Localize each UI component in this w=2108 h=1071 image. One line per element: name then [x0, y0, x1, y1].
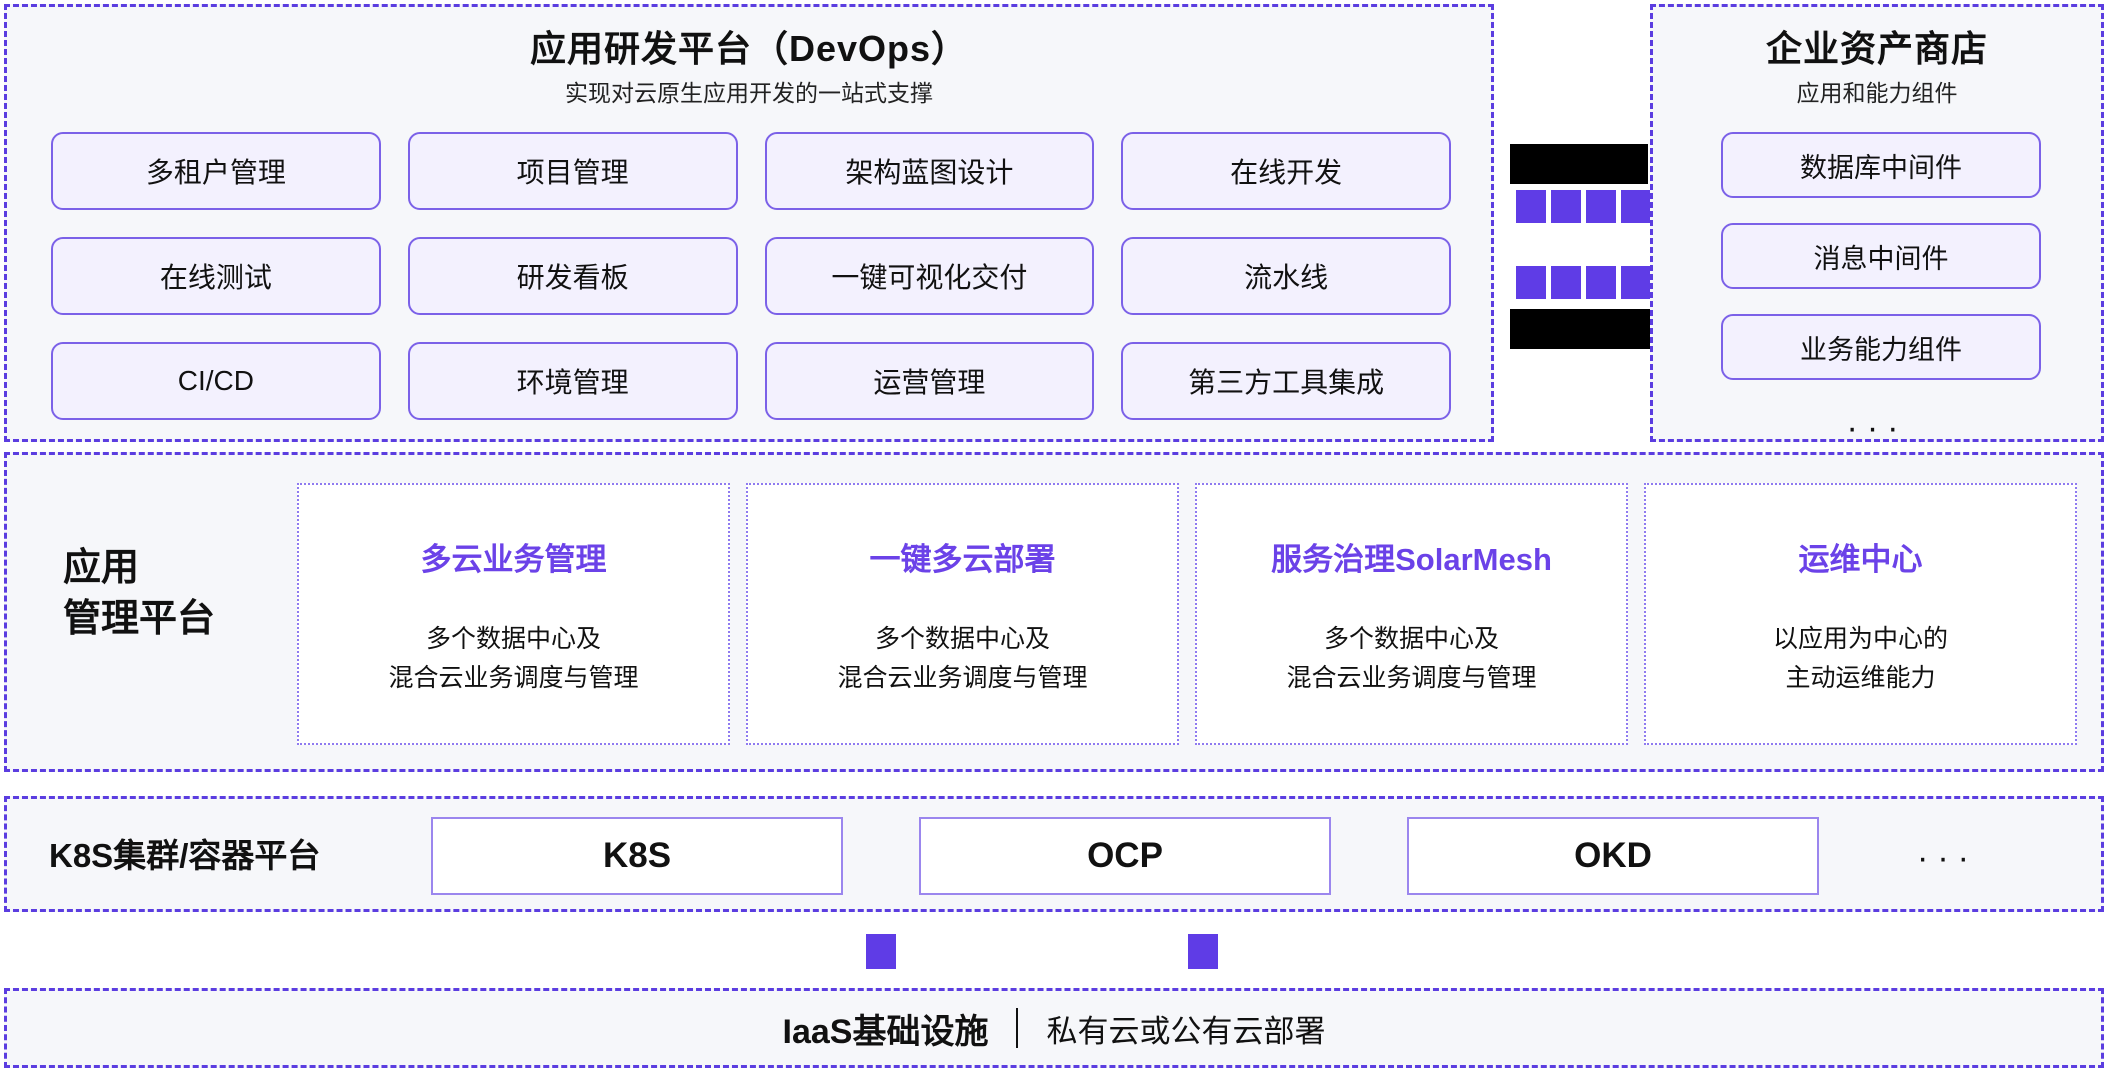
connector-square: [1551, 266, 1581, 299]
devops-title: 应用研发平台（DevOps）: [529, 28, 969, 69]
management-card-title: 运维中心: [1798, 542, 1923, 577]
iaas-content: IaaS基础设施 私有云或公有云部署: [7, 991, 2101, 1065]
connector-bar-left: [866, 934, 896, 969]
redacted-label-bottom: [1510, 309, 1650, 349]
iaas-section: IaaS基础设施 私有云或公有云部署: [4, 988, 2104, 1068]
redacted-label-top: [1510, 144, 1648, 184]
devops-tile[interactable]: CI/CD: [51, 342, 381, 420]
k8s-box[interactable]: OCP: [919, 817, 1331, 895]
store-more-ellipsis: ···: [1846, 409, 1908, 447]
management-label-line2: 管理平台: [63, 598, 216, 641]
desc-line: 以应用为中心的: [1772, 625, 1948, 654]
management-card-desc: 多个数据中心及 混合云业务调度与管理: [837, 620, 1087, 698]
desc-line: 混合云业务调度与管理: [388, 663, 639, 692]
management-card[interactable]: 运维中心 以应用为中心的 主动运维能力: [1644, 483, 2077, 745]
iaas-divider: [1016, 1008, 1019, 1048]
connector-square: [1586, 266, 1616, 299]
devops-tile[interactable]: 项目管理: [407, 132, 738, 210]
connector-square: [1516, 266, 1546, 299]
store-item[interactable]: 业务能力组件: [1721, 314, 2041, 380]
management-label-line1: 应用: [63, 547, 140, 589]
iaas-description: 私有云或公有云部署: [1046, 1013, 1326, 1049]
k8s-more-ellipsis: ···: [1917, 839, 1978, 877]
management-card[interactable]: 一键多云部署 多个数据中心及 混合云业务调度与管理: [746, 483, 1179, 745]
management-card[interactable]: 多云业务管理 多个数据中心及 混合云业务调度与管理: [297, 483, 730, 745]
k8s-box[interactable]: K8S: [431, 817, 843, 895]
management-platform-section: 应用 管理平台 多云业务管理 多个数据中心及 混合云业务调度与管理 一键多云部署…: [4, 452, 2104, 772]
devops-tile-grid: 多租户管理 项目管理 架构蓝图设计 在线开发 在线测试 研发看板 一键可视化交付…: [51, 132, 1451, 420]
management-card-title: 一键多云部署: [869, 542, 1056, 577]
management-card[interactable]: 服务治理SolarMesh 多个数据中心及 混合云业务调度与管理: [1195, 483, 1628, 745]
desc-line: 混合云业务调度与管理: [837, 663, 1088, 692]
management-card-desc: 多个数据中心及 混合云业务调度与管理: [1286, 620, 1536, 698]
management-card-title: 服务治理SolarMesh: [1271, 542, 1552, 577]
connector-squares-bottom: [1516, 266, 1651, 299]
asset-store-panel: 企业资产商店 应用和能力组件 数据库中间件 消息中间件 业务能力组件 ···: [1650, 4, 2104, 447]
management-card-desc: 以应用为中心的 主动运维能力: [1773, 620, 1948, 698]
k8s-section: K8S集群/容器平台 K8S OCP OKD ···: [4, 796, 2104, 912]
management-card-row: 多云业务管理 多个数据中心及 混合云业务调度与管理 一键多云部署 多个数据中心及…: [297, 483, 2077, 745]
store-item[interactable]: 数据库中间件: [1721, 132, 2041, 198]
devops-tile[interactable]: 架构蓝图设计: [764, 132, 1095, 210]
desc-line: 多个数据中心及: [874, 625, 1050, 654]
desc-line: 主动运维能力: [1785, 663, 1936, 692]
iaas-title: IaaS基础设施: [782, 1012, 989, 1051]
desc-line: 多个数据中心及: [1323, 625, 1499, 654]
connector-square: [1621, 266, 1651, 299]
desc-line: 多个数据中心及: [425, 625, 601, 654]
devops-tile[interactable]: 在线开发: [1121, 132, 1451, 210]
middle-connector-column: [1500, 4, 1651, 442]
devops-tile[interactable]: 流水线: [1121, 237, 1451, 315]
devops-tile[interactable]: 在线测试: [51, 237, 381, 315]
k8s-section-label: K8S集群/容器平台: [49, 837, 321, 874]
store-item-list: 数据库中间件 消息中间件 业务能力组件: [1721, 132, 2041, 380]
management-card-desc: 多个数据中心及 混合云业务调度与管理: [388, 620, 638, 698]
devops-tile[interactable]: 研发看板: [407, 237, 738, 315]
connector-square: [1586, 190, 1616, 223]
connector-square: [1551, 190, 1581, 223]
devops-tile[interactable]: 第三方工具集成: [1121, 342, 1451, 420]
connector-squares-top: [1516, 190, 1651, 223]
devops-tile[interactable]: 一键可视化交付: [764, 237, 1095, 315]
management-platform-label: 应用 管理平台: [63, 543, 293, 646]
connector-bar-right: [1188, 934, 1218, 969]
devops-tile[interactable]: 多租户管理: [51, 132, 381, 210]
devops-panel: 应用研发平台（DevOps） 实现对云原生应用开发的一站式支撑 多租户管理 项目…: [4, 4, 1494, 442]
devops-tile[interactable]: 环境管理: [407, 342, 738, 420]
store-subtitle: 应用和能力组件: [1796, 79, 1958, 106]
connector-square: [1621, 190, 1651, 223]
desc-line: 混合云业务调度与管理: [1286, 663, 1537, 692]
store-title: 企业资产商店: [1765, 28, 1988, 69]
store-item[interactable]: 消息中间件: [1721, 223, 2041, 289]
devops-subtitle: 实现对云原生应用开发的一站式支撑: [565, 79, 933, 106]
k8s-box-row: K8S OCP OKD: [431, 817, 1819, 895]
management-card-title: 多云业务管理: [420, 542, 607, 577]
k8s-box[interactable]: OKD: [1407, 817, 1819, 895]
devops-tile[interactable]: 运营管理: [764, 342, 1095, 420]
connector-square: [1516, 190, 1546, 223]
